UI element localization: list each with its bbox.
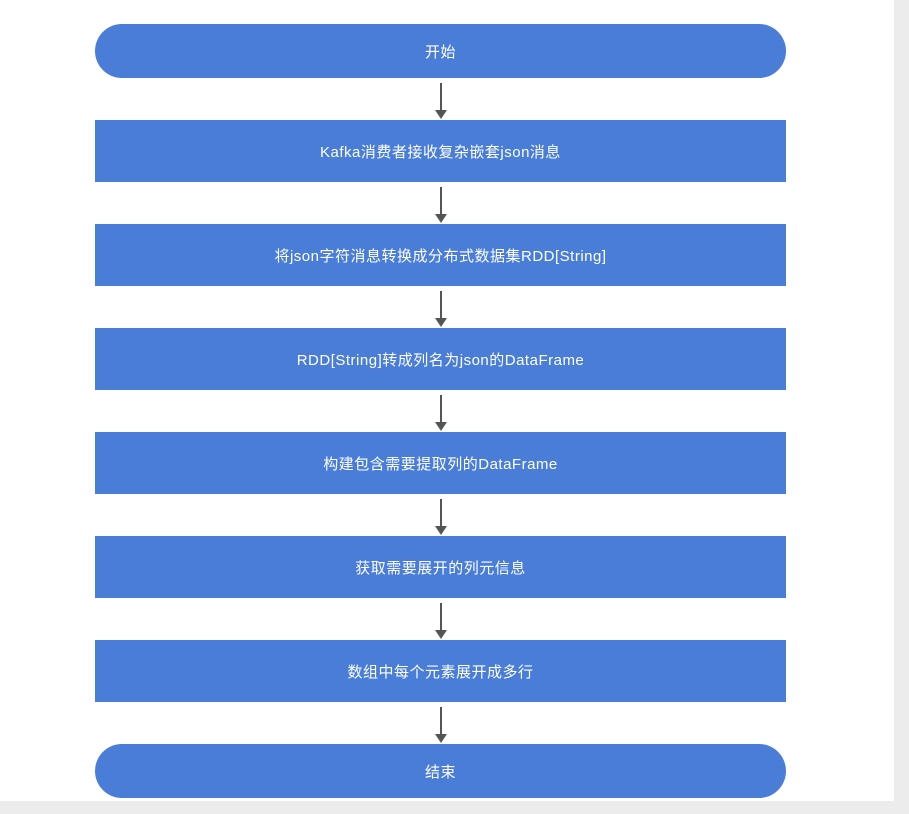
flowchart: 开始 Kafka消费者接收复杂嵌套json消息 将json字符消息转换成分布式数…: [95, 24, 786, 798]
arrow-head: [434, 525, 447, 535]
flow-node-end-label: 结束: [424, 763, 456, 781]
flow-node-kafka-consume: Kafka消费者接收复杂嵌套json消息: [95, 120, 786, 182]
arrow-head: [434, 317, 447, 327]
arrow-shaft: [439, 82, 442, 110]
down-arrow-icon: [434, 390, 447, 432]
down-arrow-icon: [434, 494, 447, 536]
flow-node-kafka-consume-label: Kafka消费者接收复杂嵌套json消息: [320, 143, 561, 161]
flow-node-rdd-to-dataframe-label: RDD[String]转成列名为json的DataFrame: [296, 351, 585, 369]
arrow-head: [434, 421, 447, 431]
flow-node-json-to-rdd-label: 将json字符消息转换成分布式数据集RDD[String]: [274, 247, 607, 265]
down-arrow-icon: [434, 182, 447, 224]
down-arrow-icon: [434, 78, 447, 120]
flow-node-build-dataframe-label: 构建包含需要提取列的DataFrame: [323, 455, 558, 473]
arrow-shaft: [439, 186, 442, 214]
flowchart-canvas: 开始 Kafka消费者接收复杂嵌套json消息 将json字符消息转换成分布式数…: [0, 0, 894, 801]
flow-node-start-label: 开始: [424, 43, 456, 61]
flow-node-rdd-to-dataframe: RDD[String]转成列名为json的DataFrame: [95, 328, 786, 390]
arrow-shaft: [439, 498, 442, 526]
arrow-shaft: [439, 602, 442, 630]
down-arrow-icon: [434, 598, 447, 640]
flow-node-build-dataframe: 构建包含需要提取列的DataFrame: [95, 432, 786, 494]
flow-node-json-to-rdd: 将json字符消息转换成分布式数据集RDD[String]: [95, 224, 786, 286]
arrow-shaft: [439, 290, 442, 318]
flow-node-start: 开始: [95, 24, 786, 78]
down-arrow-icon: [434, 286, 447, 328]
flow-node-end: 结束: [95, 744, 786, 798]
flow-node-get-column-meta: 获取需要展开的列元信息: [95, 536, 786, 598]
arrow-shaft: [439, 706, 442, 734]
arrow-shaft: [439, 394, 442, 422]
arrow-head: [434, 109, 447, 119]
down-arrow-icon: [434, 702, 447, 744]
flow-node-get-column-meta-label: 获取需要展开的列元信息: [355, 559, 526, 577]
arrow-head: [434, 213, 447, 223]
arrow-head: [434, 629, 447, 639]
flow-node-explode-rows-label: 数组中每个元素展开成多行: [347, 663, 534, 681]
flow-node-explode-rows: 数组中每个元素展开成多行: [95, 640, 786, 702]
arrow-head: [434, 733, 447, 743]
